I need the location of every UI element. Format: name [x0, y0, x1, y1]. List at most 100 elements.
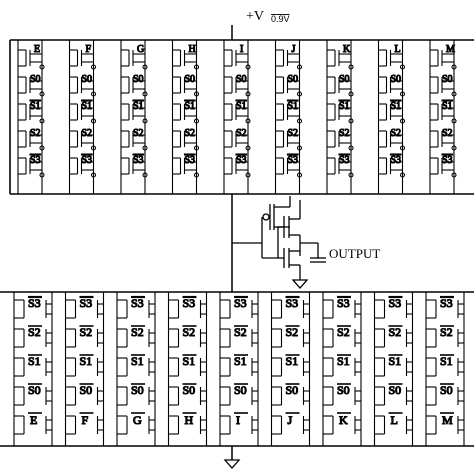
bottom-select-label: S1: [389, 354, 402, 368]
top-select-label: S3: [236, 155, 247, 166]
bottom-column-label: G: [133, 413, 142, 427]
top-select-label: S0: [82, 74, 93, 85]
top-select-label: S3: [185, 155, 196, 166]
bottom-select-label: S3: [389, 296, 402, 310]
output-label: OUTPUT: [329, 246, 380, 261]
bottom-select-label: S0: [389, 383, 402, 397]
top-column-label: K: [343, 44, 351, 55]
top-select-label: S2: [236, 128, 247, 139]
bottom-select-label: S0: [131, 383, 144, 397]
bottom-select-label: S3: [440, 296, 453, 310]
bottom-column-label: J: [288, 413, 293, 427]
top-column-label: F: [86, 44, 92, 55]
bottom-ground-symbol: [223, 459, 241, 469]
top-select-label: S1: [133, 101, 144, 112]
top-select-label: S2: [339, 128, 350, 139]
supply-label: +V: [246, 9, 264, 24]
top-select-label: S2: [133, 128, 144, 139]
top-select-label: S2: [185, 128, 196, 139]
top-select-label: S1: [442, 101, 453, 112]
top-column-label: H: [189, 44, 196, 55]
bottom-column-label: M: [442, 413, 453, 427]
bottom-column-label: F: [82, 413, 89, 427]
top-select-label: S0: [442, 74, 453, 85]
top-select-label: S3: [442, 155, 453, 166]
bottom-column-label: H: [185, 413, 194, 427]
bottom-select-label: S2: [389, 325, 402, 339]
bottom-select-label: S0: [440, 383, 453, 397]
top-column-label: M: [446, 44, 455, 55]
bottom-select-label: S1: [80, 354, 93, 368]
top-select-label: S0: [339, 74, 350, 85]
top-column-label: G: [137, 44, 144, 55]
bottom-select-label: S2: [80, 325, 93, 339]
ground-symbol: [291, 279, 309, 289]
top-select-label: S0: [30, 74, 41, 85]
bottom-select-label: S0: [286, 383, 299, 397]
bottom-select-label: S3: [131, 296, 144, 310]
bottom-select-label: S2: [234, 325, 247, 339]
top-column-label: E: [34, 44, 40, 55]
bottom-select-label: S0: [337, 383, 350, 397]
bottom-column-label: L: [391, 413, 398, 427]
top-select-label: S1: [339, 101, 350, 112]
top-select-label: S0: [288, 74, 299, 85]
bottom-select-label: S3: [234, 296, 247, 310]
top-select-label: S3: [82, 155, 93, 166]
bottom-select-label: S0: [234, 383, 247, 397]
bottom-select-label: S3: [28, 296, 41, 310]
top-select-label: S3: [288, 155, 299, 166]
bottom-select-label: S2: [131, 325, 144, 339]
top-select-label: S1: [82, 101, 93, 112]
bottom-select-label: S2: [440, 325, 453, 339]
bottom-select-label: S1: [337, 354, 350, 368]
top-select-label: S2: [30, 128, 41, 139]
top-select-label: S0: [236, 74, 247, 85]
top-select-label: S0: [133, 74, 144, 85]
bottom-select-label: S0: [80, 383, 93, 397]
top-column-label: I: [240, 44, 243, 55]
bottom-select-label: S2: [183, 325, 196, 339]
bottom-column-label: K: [339, 413, 348, 427]
bottom-select-label: S0: [28, 383, 41, 397]
bottom-select-label: S2: [28, 325, 41, 339]
bottom-column-label: E: [30, 413, 37, 427]
top-select-label: S1: [236, 101, 247, 112]
bottom-select-label: S3: [286, 296, 299, 310]
top-column-label: L: [395, 44, 401, 55]
top-select-label: S0: [391, 74, 402, 85]
top-select-label: S1: [185, 101, 196, 112]
bottom-select-label: S3: [80, 296, 93, 310]
top-select-label: S2: [391, 128, 402, 139]
supply-value: 0.9V: [271, 14, 290, 24]
bottom-select-label: S1: [234, 354, 247, 368]
bottom-select-label: S1: [286, 354, 299, 368]
bottom-select-label: S3: [337, 296, 350, 310]
top-select-label: S3: [391, 155, 402, 166]
bottom-select-label: S3: [183, 296, 196, 310]
top-select-label: S0: [185, 74, 196, 85]
top-select-label: S3: [30, 155, 41, 166]
bottom-column-label: I: [236, 413, 240, 427]
bottom-select-label: S1: [131, 354, 144, 368]
top-select-label: S2: [288, 128, 299, 139]
bottom-select-label: S0: [183, 383, 196, 397]
